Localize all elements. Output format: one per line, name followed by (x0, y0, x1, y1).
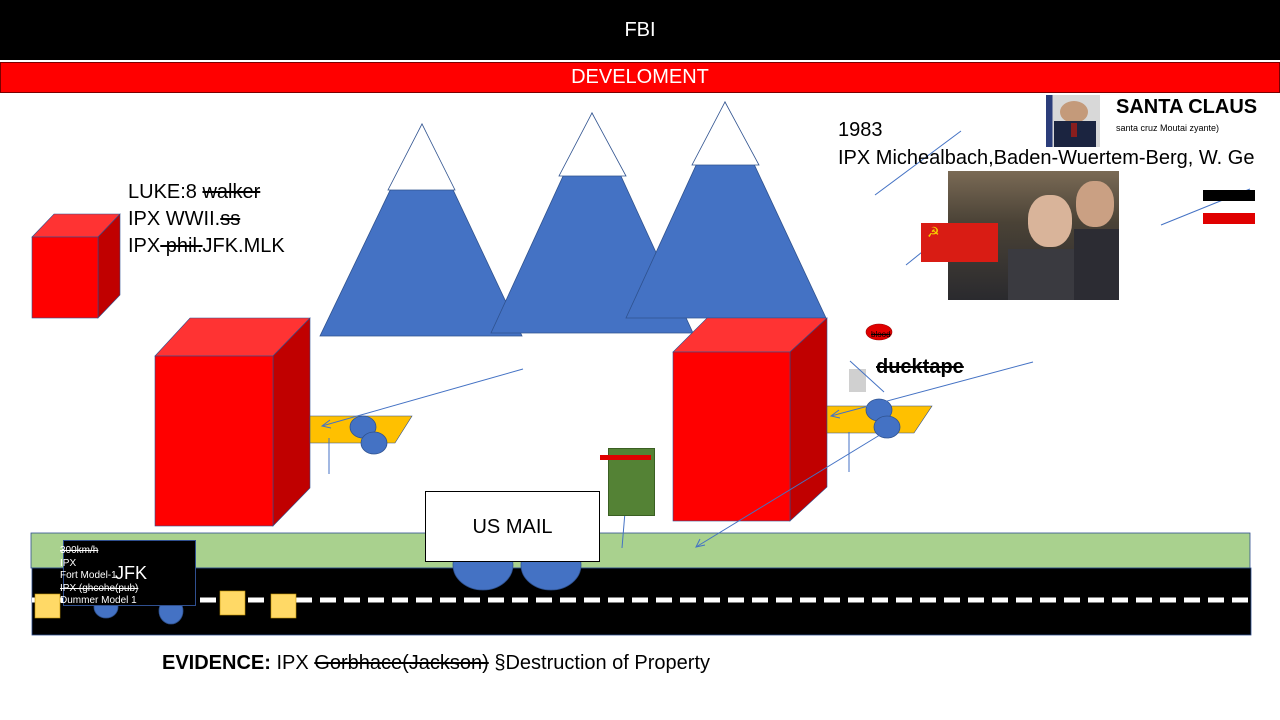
left-notes: LUKE:8 walker IPX WWII.ss IPX phil.JFK.M… (128, 179, 285, 260)
banner-bar: DEVELOMENT (0, 62, 1280, 93)
location-label: IPX Michealbach,Baden-Wuertem-Berg, W. G… (838, 147, 1255, 169)
header-bar: FBI (0, 0, 1280, 60)
note-line-2: IPX WWII.ss (128, 208, 241, 230)
yellow-square (270, 593, 297, 619)
santa-name: SANTA CLAUS (1116, 96, 1258, 118)
ducktape-label: ducktape (876, 356, 964, 378)
mountain-right (625, 101, 827, 319)
small-red-cube (31, 213, 121, 319)
red-building-right (672, 317, 828, 522)
note-line-3: IPX phil.JFK.MLK (128, 235, 285, 257)
jfk-car-body (63, 540, 196, 606)
jfk-car-label: JFK (115, 563, 148, 583)
year-label: 1983 (838, 119, 883, 141)
soviet-flag-icon: ☭ (921, 223, 998, 262)
evidence-label: EVIDENCE: (162, 652, 271, 674)
yellow-square (219, 590, 246, 616)
summit-photo (948, 171, 1119, 300)
evidence-line: EVIDENCE: IPX Gorbhace(Jackson) §Destruc… (162, 652, 711, 674)
jfk-car-notes: 300km/h IPX Fort Model-1 IPX (ghcohe(pub… (60, 545, 139, 606)
note-line-1: LUKE:8 walker (128, 181, 261, 203)
grey-block (849, 369, 866, 392)
right-notes: 1983 IPX Michealbach,Baden-Wuertem-Berg,… (838, 116, 1254, 172)
yellow-square (34, 593, 61, 619)
red-stripe (1203, 213, 1255, 224)
mountain-middle (490, 112, 694, 334)
blood-label: blood (871, 330, 891, 339)
red-building-left (154, 317, 311, 527)
mailbox-flag (600, 455, 651, 460)
mail-truck-label: US MAIL (472, 516, 553, 538)
santa-subtitle: santa cruz Moutai zyante) (1116, 123, 1220, 133)
mail-truck-body (425, 491, 600, 562)
platform-left (309, 415, 413, 474)
blood-drop (865, 323, 893, 341)
portrait-photo (1046, 95, 1100, 147)
grass-strip (30, 532, 1251, 569)
mountain-left (319, 123, 523, 337)
black-stripe (1203, 190, 1255, 201)
